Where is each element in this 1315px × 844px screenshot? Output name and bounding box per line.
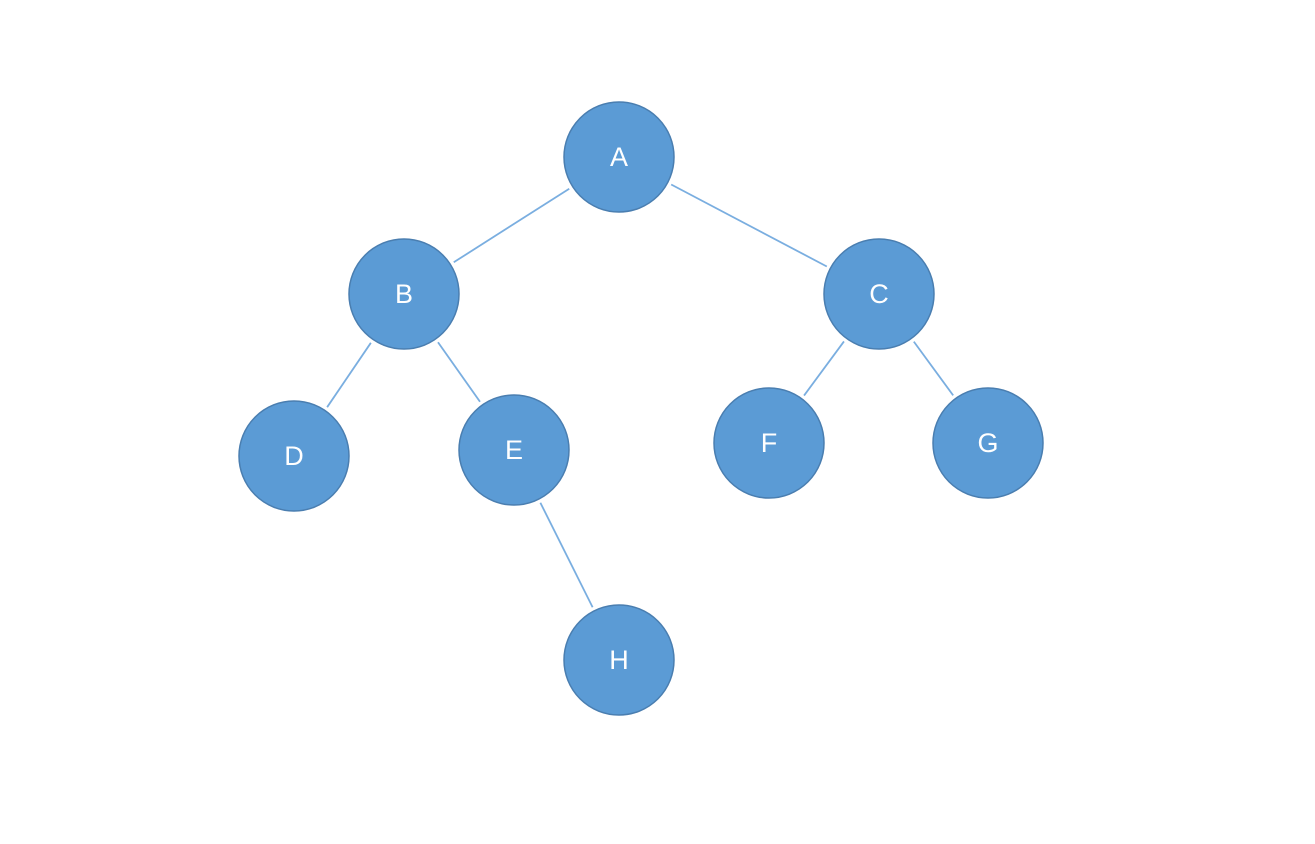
node-circle xyxy=(238,400,350,512)
node-G: G xyxy=(932,387,1044,499)
node-circle xyxy=(713,387,825,499)
edge-C-F xyxy=(803,340,845,397)
node-D: D xyxy=(238,400,350,512)
edge-C-G xyxy=(913,341,954,396)
node-C: C xyxy=(823,238,935,350)
edge-E-H xyxy=(539,502,594,608)
node-label: A xyxy=(610,142,628,172)
edge-B-D xyxy=(326,342,372,408)
node-label: H xyxy=(609,645,629,675)
node-circle xyxy=(932,387,1044,499)
node-label: E xyxy=(505,435,523,465)
node-circle xyxy=(563,604,675,716)
node-circle xyxy=(823,238,935,350)
node-circle xyxy=(563,101,675,213)
edge-A-B xyxy=(453,187,570,264)
node-A: A xyxy=(563,101,675,213)
edges xyxy=(326,183,954,608)
node-H: H xyxy=(563,604,675,716)
nodes: A B C D E F G H xyxy=(238,101,1044,716)
node-circle xyxy=(348,238,460,350)
node-label: G xyxy=(977,428,998,458)
node-label: C xyxy=(869,279,889,309)
edge-A-C xyxy=(670,183,828,268)
node-B: B xyxy=(348,238,460,350)
node-label: B xyxy=(395,279,413,309)
edge-B-E xyxy=(437,341,481,403)
node-circle xyxy=(458,394,570,506)
node-label: D xyxy=(284,441,304,471)
node-F: F xyxy=(713,387,825,499)
node-label: F xyxy=(761,428,778,458)
node-E: E xyxy=(458,394,570,506)
